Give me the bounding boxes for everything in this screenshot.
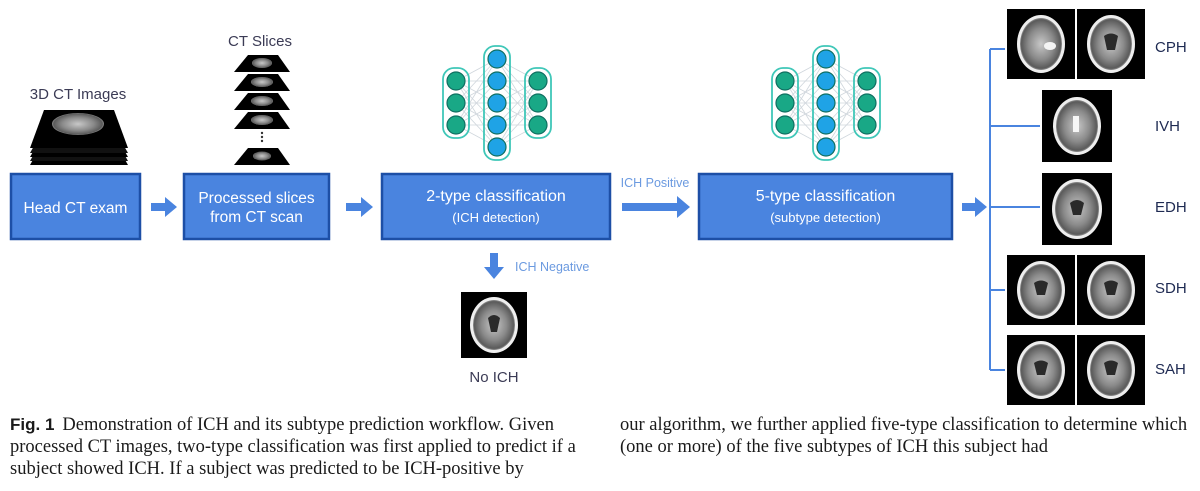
arrow-ich-positive: [622, 196, 690, 218]
neural-network-icon-1: [442, 45, 552, 161]
ct3d-label: 3D CT Images: [30, 86, 126, 103]
subtype-label-edh: EDH: [1155, 199, 1187, 216]
neural-network-icon-2: [771, 45, 881, 161]
head-ct-exam-text: Head CT exam: [24, 200, 128, 217]
five-type-classification-box: 5-type classification (subtype detection…: [697, 172, 954, 241]
arrow-head-to-processed: [151, 197, 177, 217]
nn-node: [775, 71, 795, 91]
nn-connection: [496, 80, 539, 148]
nn-connection: [825, 80, 868, 148]
nn-connection: [784, 58, 827, 126]
edh-ct-image: [1042, 173, 1112, 245]
nn-node: [487, 93, 507, 113]
subtype-label-sah: SAH: [1155, 361, 1186, 378]
caption-right: our algorithm, we further applied five-t…: [620, 414, 1190, 458]
nn-node: [775, 115, 795, 135]
nn-layer-outline: [812, 45, 840, 161]
nn-layer-outline: [524, 67, 552, 139]
nn-node: [816, 93, 836, 113]
nn-node: [816, 49, 836, 69]
nn-connection: [455, 80, 498, 126]
processed-slices-box: Processed slices from CT scan: [182, 172, 331, 241]
nn-connection: [825, 102, 868, 148]
two-type-title: 2-type classification: [426, 188, 566, 205]
nn-node: [816, 71, 836, 91]
figure-label: Fig. 1: [10, 415, 55, 434]
caption-left-text: Demonstration of ICH and its subtype pre…: [10, 415, 576, 479]
caption-right-text: our algorithm, we further applied five-t…: [620, 415, 1188, 457]
two-type-classification-box: 2-type classification (ICH detection): [380, 172, 612, 241]
nn-connection: [825, 80, 868, 126]
ct-slices-image: [234, 55, 290, 165]
sdh-ct-images: [1007, 255, 1145, 325]
nn-connection: [784, 58, 827, 104]
subtype-bracket: [989, 48, 1040, 371]
nn-node: [528, 93, 548, 113]
nn-node: [446, 71, 466, 91]
nn-node: [487, 49, 507, 69]
sah-ct-images: [1007, 335, 1145, 405]
nn-node: [528, 71, 548, 91]
nn-connection: [496, 102, 539, 148]
processed-slices-text-1: Processed slices: [198, 190, 315, 207]
ctslices-label: CT Slices: [228, 33, 292, 50]
no-ich-ct-image: [461, 292, 527, 358]
nn-node: [487, 137, 507, 157]
nn-node: [816, 137, 836, 157]
five-type-title: 5-type classification: [756, 188, 896, 205]
arrow-five-type-to-subtypes: [962, 197, 987, 217]
ich-positive-label: ICH Positive: [621, 176, 690, 190]
nn-connection: [784, 80, 827, 126]
nn-node: [528, 115, 548, 135]
five-type-subtitle: (subtype detection): [770, 210, 881, 225]
cph-ct-images: [1007, 9, 1145, 79]
nn-connection: [455, 58, 498, 126]
arrow-ich-negative: [484, 253, 504, 279]
no-ich-label: No ICH: [469, 369, 518, 386]
nn-layer-outline: [771, 67, 799, 139]
subtype-label-cph: CPH: [1155, 39, 1187, 56]
nn-node: [446, 115, 466, 135]
nn-connection: [455, 58, 498, 104]
ct3d-stack-image: [30, 110, 128, 165]
two-type-subtitle: (ICH detection): [452, 210, 539, 225]
nn-layer-outline: [442, 67, 470, 139]
ich-negative-label: ICH Negative: [515, 260, 589, 274]
nn-layer-outline: [483, 45, 511, 161]
nn-node: [775, 93, 795, 113]
nn-layer-outline: [853, 67, 881, 139]
arrow-processed-to-two-type: [346, 197, 373, 217]
nn-connection: [496, 80, 539, 126]
nn-node: [857, 71, 877, 91]
processed-slices-text-2: from CT scan: [210, 209, 303, 226]
head-ct-exam-box: Head CT exam: [9, 172, 142, 241]
nn-node: [816, 115, 836, 135]
nn-node: [857, 93, 877, 113]
subtype-label-ivh: IVH: [1155, 118, 1180, 135]
nn-node: [487, 115, 507, 135]
nn-node: [446, 93, 466, 113]
nn-node: [487, 71, 507, 91]
subtype-label-sdh: SDH: [1155, 280, 1187, 297]
nn-node: [857, 115, 877, 135]
ivh-ct-image: [1042, 90, 1112, 162]
